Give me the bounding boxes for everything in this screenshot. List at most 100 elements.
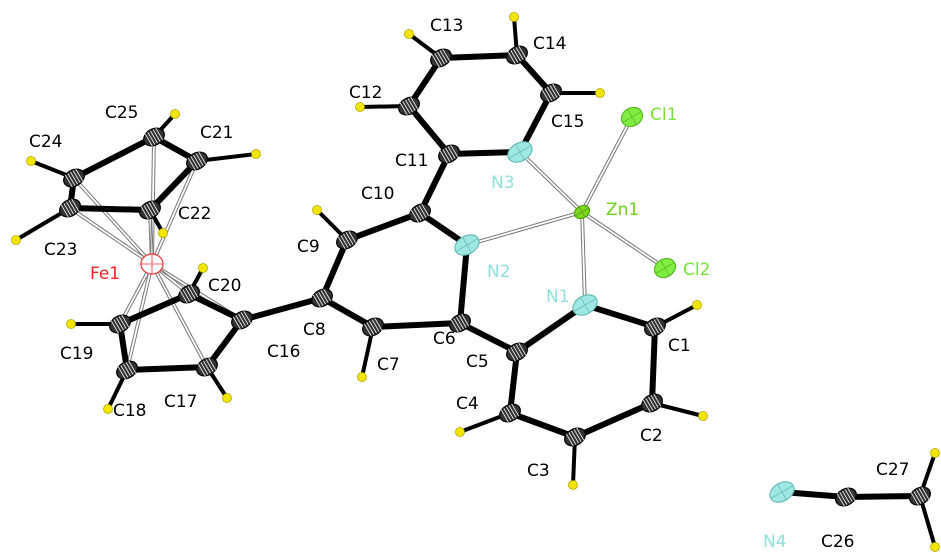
atom-C7-shading — [363, 323, 372, 337]
atom-label-C5: C5 — [466, 352, 489, 372]
atom-C19-shading — [113, 319, 122, 332]
atom-C21 — [186, 151, 208, 171]
atom-C13-shading — [437, 51, 445, 65]
atom-N4 — [769, 481, 795, 503]
atom-C5-shading — [518, 342, 527, 356]
hydrogen-atoms — [11, 12, 940, 552]
atom-C13-shading — [439, 50, 448, 63]
atom-C25 — [143, 127, 165, 147]
hydrogen-atom — [11, 235, 21, 245]
bond-C14-C13 — [438, 52, 520, 61]
atom-C22-shading — [143, 205, 152, 218]
bond-C1-C2 — [649, 324, 658, 406]
atom-C15-shading — [547, 86, 555, 100]
coord-bond-Zn1-N1 — [582, 211, 587, 305]
atom-label-C22: C22 — [178, 204, 212, 224]
hydrogen-atom — [595, 88, 605, 98]
atom-C27-shading — [913, 491, 922, 504]
coord-bond-Fe1-C21 — [152, 161, 199, 265]
atom-C17-shading — [200, 362, 209, 375]
hydrogen-atom — [509, 12, 519, 22]
atom-C22-shading — [146, 203, 154, 217]
atom-C25-shading — [147, 132, 156, 145]
atom-C6-shading — [458, 315, 467, 328]
atom-label-C26: C26 — [821, 532, 855, 552]
hydrogen-atom — [66, 319, 76, 329]
atom-C23-shading — [60, 204, 69, 218]
bond-C19-C20 — [117, 291, 192, 327]
bond-C3-C4 — [507, 410, 578, 440]
atom-C3-shading — [576, 427, 585, 441]
bond-C26-C27 — [843, 493, 923, 500]
atom-C10 — [409, 203, 431, 223]
atom-C20 — [178, 284, 200, 304]
hydrogen-atom — [698, 411, 708, 421]
atom-C6-shading — [453, 318, 462, 331]
coord-bond-Fe1-C21 — [150, 160, 197, 264]
atom-C13-shading — [442, 48, 451, 62]
atom-C14-shading — [518, 45, 527, 59]
coord-bond-Fe1-C17 — [152, 263, 209, 367]
hydrogen-atom — [26, 156, 36, 166]
atom-Cl1-axis — [627, 109, 637, 125]
atom-C1-shading — [651, 320, 659, 334]
atom-label-C8: C8 — [303, 320, 326, 340]
atom-C15-shading — [549, 85, 558, 98]
atom-C9-shading — [337, 236, 346, 250]
atom-C9 — [336, 230, 358, 250]
atom-label-C10: C10 — [361, 184, 395, 204]
atom-C2-shading — [642, 399, 651, 413]
atom-C7-shading — [366, 322, 375, 335]
atom-C23-shading — [71, 198, 80, 212]
atom-N1 — [572, 294, 598, 316]
atom-C5-shading — [507, 348, 516, 362]
atom-C14-shading — [513, 48, 521, 62]
atom-C8-shading — [318, 291, 326, 305]
atom-C8-shading — [312, 294, 321, 308]
atom-C3-shading — [565, 433, 574, 447]
atom-C12-shading — [405, 99, 413, 113]
atom-label-Cl1: Cl1 — [650, 105, 677, 125]
atom-C14 — [506, 45, 528, 65]
coord-bond-Zn1-N2 — [467, 212, 583, 247]
atom-C17-shading — [197, 363, 206, 377]
atom-C12 — [398, 96, 420, 116]
coord-bond-Fe1-C23 — [70, 206, 154, 264]
atom-label-C2: C2 — [640, 426, 663, 446]
atom-C19-shading — [121, 314, 130, 328]
atom-C24-shading — [64, 174, 73, 188]
atom-C14-shading — [515, 47, 524, 60]
atom-C21-shading — [187, 157, 196, 171]
atom-C12-shading — [407, 98, 416, 111]
atom-C9-shading — [348, 230, 357, 244]
bond-C17-C18 — [124, 364, 210, 373]
bond-C10-C9 — [344, 210, 423, 243]
coord-bond-Zn1-Cl2 — [582, 210, 667, 268]
atom-C10-shading — [416, 206, 424, 220]
atom-C21-shading — [198, 151, 207, 165]
atom-C7-shading — [371, 319, 380, 332]
bond-C2-C3 — [572, 400, 655, 440]
atom-C13 — [430, 48, 452, 68]
atom-C1-shading — [653, 319, 662, 332]
atom-C5-shading — [513, 345, 521, 359]
atom-C16-shading — [235, 315, 244, 328]
atom-C1 — [644, 317, 666, 337]
atom-Fe1 — [140, 253, 164, 275]
atom-N2-axis — [462, 237, 472, 253]
atom-C10-shading — [413, 208, 422, 221]
atom-C12-shading — [399, 102, 408, 116]
atom-C6 — [449, 313, 471, 333]
atom-C16-shading — [243, 310, 252, 324]
bond-C5-N1 — [514, 302, 588, 355]
coord-bond-Fe1-C19 — [120, 264, 154, 325]
atom-label-C11: C11 — [395, 151, 429, 171]
atom-C15-shading — [544, 88, 553, 101]
atom-C20-shading — [179, 290, 188, 304]
atom-label-Fe1: Fe1 — [90, 264, 120, 284]
atom-Cl2 — [653, 257, 677, 279]
atom-C8-shading — [320, 290, 329, 303]
atom-label-C14: C14 — [533, 34, 567, 54]
atom-C24-shading — [72, 170, 81, 183]
hydrogen-atom — [103, 404, 113, 414]
